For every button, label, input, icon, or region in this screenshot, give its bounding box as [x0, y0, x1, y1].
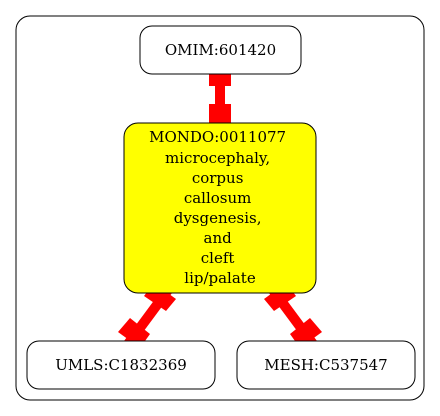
node-omim[interactable]: OMIM:601420: [139, 25, 302, 75]
node-mondo-label-line: microcephaly,: [165, 149, 270, 167]
node-umls-label: UMLS:C1832369: [55, 356, 187, 374]
node-umls-box: [26, 340, 216, 390]
node-mondo-label-line: corpus: [192, 169, 244, 187]
node-mondo-label-line: callosum: [184, 189, 252, 207]
node-mondo-label-line: and: [204, 229, 233, 247]
node-mesh-label: MESH:C537547: [264, 356, 387, 374]
node-omim-box: [139, 25, 302, 75]
node-umls[interactable]: UMLS:C1832369: [26, 340, 216, 390]
node-omim-label: OMIM:601420: [165, 41, 276, 59]
node-mondo-label-line: MONDO:0011077: [149, 128, 286, 146]
node-mesh-box: [236, 340, 416, 390]
node-mondo-box: [123, 122, 317, 294]
node-mesh[interactable]: MESH:C537547: [236, 340, 416, 390]
node-mondo-label: MONDO:0011077 microcephaly, corpus callo…: [149, 128, 291, 287]
node-mondo-label-line: lip/palate: [184, 269, 256, 287]
node-mondo[interactable]: MONDO:0011077 microcephaly, corpus callo…: [123, 122, 317, 294]
node-mondo-label-line: cleft: [201, 249, 235, 267]
node-mondo-label-line: dysgenesis,: [174, 209, 262, 227]
